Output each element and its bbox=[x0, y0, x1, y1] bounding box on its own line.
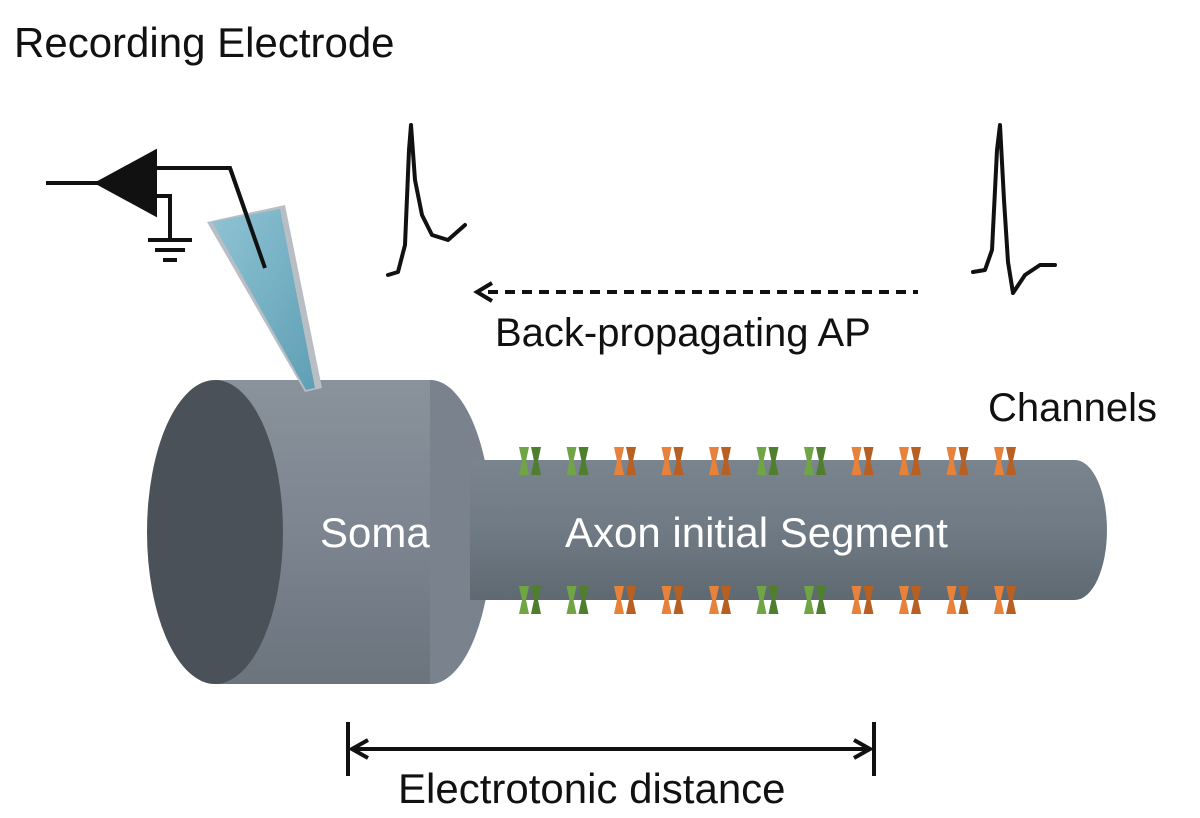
pipette-glass bbox=[212, 209, 315, 390]
ion-channel-orange bbox=[994, 586, 1016, 614]
electrode-wire-front bbox=[228, 167, 267, 269]
axon-cylinder bbox=[470, 460, 1107, 600]
ion-channel-green bbox=[566, 586, 589, 614]
channel-subunit bbox=[863, 447, 874, 475]
channel-subunit bbox=[994, 586, 1004, 614]
channel-subunit bbox=[578, 586, 589, 614]
ion-channel-orange bbox=[899, 447, 921, 475]
ground-wire bbox=[155, 194, 172, 240]
soma-ap-trace bbox=[386, 123, 467, 277]
ion-channel-orange bbox=[709, 447, 731, 475]
channels-bottom-row bbox=[519, 586, 1016, 614]
channels-label: Channels bbox=[988, 386, 1158, 430]
axon-ap-trace bbox=[971, 123, 1057, 295]
channel-subunit bbox=[1006, 447, 1016, 475]
channel-subunit bbox=[899, 586, 909, 614]
channel-subunit bbox=[519, 447, 529, 475]
channel-subunit bbox=[661, 447, 672, 475]
recording-pipette bbox=[207, 205, 322, 392]
channel-subunit bbox=[709, 586, 719, 614]
channel-subunit bbox=[804, 586, 814, 614]
ion-channel-orange bbox=[614, 586, 636, 614]
ion-channel-orange bbox=[994, 447, 1016, 475]
ion-channel-green bbox=[756, 586, 779, 614]
soma-front-face bbox=[147, 380, 283, 684]
channel-subunit bbox=[851, 447, 862, 475]
channel-subunit bbox=[816, 586, 826, 614]
channel-subunit bbox=[531, 447, 541, 475]
ion-channel-orange bbox=[614, 447, 636, 475]
channel-subunit bbox=[756, 586, 767, 614]
channel-subunit bbox=[768, 447, 779, 475]
channel-subunit bbox=[661, 586, 672, 614]
channel-subunit bbox=[626, 586, 636, 614]
ion-channel-green bbox=[804, 447, 826, 475]
channel-subunit bbox=[566, 586, 577, 614]
channel-subunit bbox=[721, 586, 731, 614]
bracket-left-arrowhead bbox=[347, 738, 369, 760]
channel-subunit bbox=[899, 447, 909, 475]
channel-subunit bbox=[851, 586, 862, 614]
axon-body bbox=[470, 460, 1107, 600]
back-propagation-arrowhead bbox=[473, 281, 494, 303]
channel-subunit bbox=[531, 586, 541, 614]
amplifier-triangle bbox=[93, 148, 157, 218]
channel-subunit bbox=[911, 447, 921, 475]
ion-channel-green bbox=[519, 586, 541, 614]
channel-subunit bbox=[958, 586, 969, 614]
channel-subunit bbox=[816, 447, 826, 475]
channels-top-row bbox=[519, 447, 1016, 475]
back-propagation-arrow bbox=[473, 281, 918, 303]
channel-subunit bbox=[519, 586, 529, 614]
ion-channel-green bbox=[566, 447, 589, 475]
axon-initial-segment-label: Axon initial Segment bbox=[565, 509, 948, 556]
ion-channel-orange bbox=[946, 586, 969, 614]
channel-subunit bbox=[863, 586, 874, 614]
ion-channel-orange bbox=[946, 447, 969, 475]
channel-subunit bbox=[994, 447, 1004, 475]
electrotonic-distance-bracket bbox=[346, 722, 876, 776]
ion-channel-orange bbox=[709, 586, 731, 614]
ion-channel-orange bbox=[899, 586, 921, 614]
channel-subunit bbox=[578, 447, 589, 475]
ion-channel-orange bbox=[851, 447, 874, 475]
ion-channel-orange bbox=[851, 586, 874, 614]
channel-subunit bbox=[566, 447, 577, 475]
bracket-right-arrowhead bbox=[853, 738, 875, 760]
ion-channel-green bbox=[756, 447, 779, 475]
channel-subunit bbox=[709, 447, 719, 475]
channel-subunit bbox=[673, 447, 684, 475]
channel-subunit bbox=[673, 586, 684, 614]
channel-subunit bbox=[721, 447, 731, 475]
back-propagating-ap-label: Back-propagating AP bbox=[495, 311, 871, 355]
ion-channel-orange bbox=[661, 586, 684, 614]
ion-channel-green bbox=[804, 586, 826, 614]
ion-channel-orange bbox=[661, 447, 684, 475]
channel-subunit bbox=[911, 586, 921, 614]
channel-subunit bbox=[614, 586, 624, 614]
channel-subunit bbox=[804, 447, 814, 475]
soma-cylinder bbox=[215, 380, 492, 684]
channel-subunit bbox=[1006, 586, 1016, 614]
recording-electrode-label: Recording Electrode bbox=[14, 19, 395, 66]
electrotonic-distance-label: Electrotonic distance bbox=[398, 765, 786, 812]
soma-label: Soma bbox=[320, 509, 430, 556]
channel-subunit bbox=[768, 586, 779, 614]
channel-subunit bbox=[626, 447, 636, 475]
channel-subunit bbox=[756, 447, 767, 475]
ion-channel-green bbox=[519, 447, 541, 475]
channel-subunit bbox=[946, 447, 957, 475]
channel-subunit bbox=[958, 447, 969, 475]
channel-subunit bbox=[614, 447, 624, 475]
channel-subunit bbox=[946, 586, 957, 614]
